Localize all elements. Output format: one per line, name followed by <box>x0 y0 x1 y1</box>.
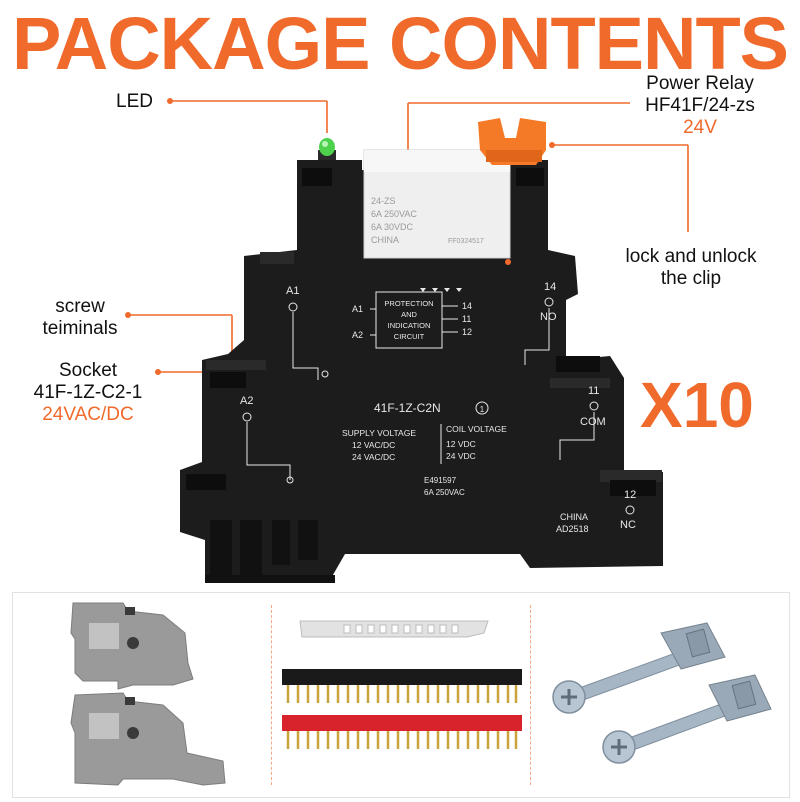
led-label: LED <box>116 91 153 112</box>
circuit-12: 12 <box>462 327 472 337</box>
supply-voltage-12: 12 VAC/DC <box>352 440 395 450</box>
socket-rating: 6A 250VAC <box>424 488 465 497</box>
jumper-bridge-icon <box>282 620 522 749</box>
mounting-screws <box>531 593 789 797</box>
socket-label-line2: 41F-1Z-C2-1 <box>33 382 143 403</box>
circuit-a1: A1 <box>352 304 363 314</box>
power-relay <box>363 149 511 259</box>
circuit-line-3: INDICATION <box>388 321 431 330</box>
socket-pin-11: 11 <box>588 385 599 397</box>
led-indicator <box>318 138 336 160</box>
socket-com: COM <box>580 416 606 428</box>
end-stop-brackets <box>13 593 271 797</box>
coil-voltage-24: 24 VDC <box>446 451 476 461</box>
socket-no: NO <box>540 311 557 323</box>
socket-a2-left: A2 <box>240 395 253 407</box>
relay-rating-2: 6A 30VDC <box>371 222 414 232</box>
circuit-14: 14 <box>462 301 472 311</box>
jumper-bridges <box>272 593 530 797</box>
socket-cert: E491597 <box>424 476 457 485</box>
socket-a1-top: A1 <box>286 285 299 297</box>
power-relay-label-line2: HF41F/24-zs <box>645 95 755 116</box>
clip-label-line1: lock and unlock <box>625 246 757 267</box>
circuit-line-2: AND <box>401 310 417 319</box>
circuit-a2: A2 <box>352 330 363 340</box>
socket-label: Socket 41F-1Z-C2-1 24VAC/DC <box>18 360 158 426</box>
end-stop-bracket-icon <box>70 602 226 786</box>
panel-divider <box>530 605 531 785</box>
socket-nc: NC <box>620 519 636 531</box>
power-relay-label: Power Relay HF41F/24-zs 24V <box>620 73 780 139</box>
coil-voltage-header: COIL VOLTAGE <box>446 424 507 434</box>
socket-pin-12: 12 <box>624 489 636 501</box>
screw-terminals-label-line2: teiminals <box>42 318 118 339</box>
supply-voltage-header: SUPPLY VOLTAGE <box>342 428 416 438</box>
socket-batch: AD2518 <box>556 524 589 534</box>
page-title: PACKAGE CONTENTS <box>11 2 789 85</box>
relay-origin: CHINA <box>371 235 399 245</box>
relay-model-text: 24-ZS <box>371 196 396 206</box>
clip-label: lock and unlock the clip <box>606 246 776 290</box>
lock-clip <box>478 118 546 165</box>
socket-circle-mark: 1 <box>480 405 485 414</box>
accessories-panel <box>12 592 790 798</box>
relay-code: FF0324517 <box>448 238 484 245</box>
screw-terminals-label: screw teiminals <box>30 296 130 340</box>
socket-origin: CHINA <box>560 512 588 522</box>
socket-pin-14: 14 <box>544 281 556 293</box>
circuit-line-4: CIRCUIT <box>394 332 425 341</box>
circuit-line-1: PROTECTION <box>384 299 433 308</box>
panel-divider <box>271 605 272 785</box>
quantity-badge: X10 <box>640 369 754 441</box>
relay-socket <box>180 160 663 583</box>
socket-voltage: 24VAC/DC <box>42 404 134 425</box>
clip-label-line2: the clip <box>660 268 722 289</box>
socket-model-text: 41F-1Z-C2N <box>374 401 441 415</box>
power-relay-voltage: 24V <box>683 117 717 138</box>
supply-voltage-24: 24 VAC/DC <box>352 452 395 462</box>
coil-voltage-12: 12 VDC <box>446 439 476 449</box>
mounting-screw-icon <box>552 622 772 764</box>
socket-label-line1: Socket <box>58 360 118 381</box>
relay-rating-1: 6A 250VAC <box>371 209 417 219</box>
circuit-11: 11 <box>462 314 471 324</box>
screw-terminals-label-line1: screw <box>55 296 105 317</box>
power-relay-label-line1: Power Relay <box>646 73 754 94</box>
